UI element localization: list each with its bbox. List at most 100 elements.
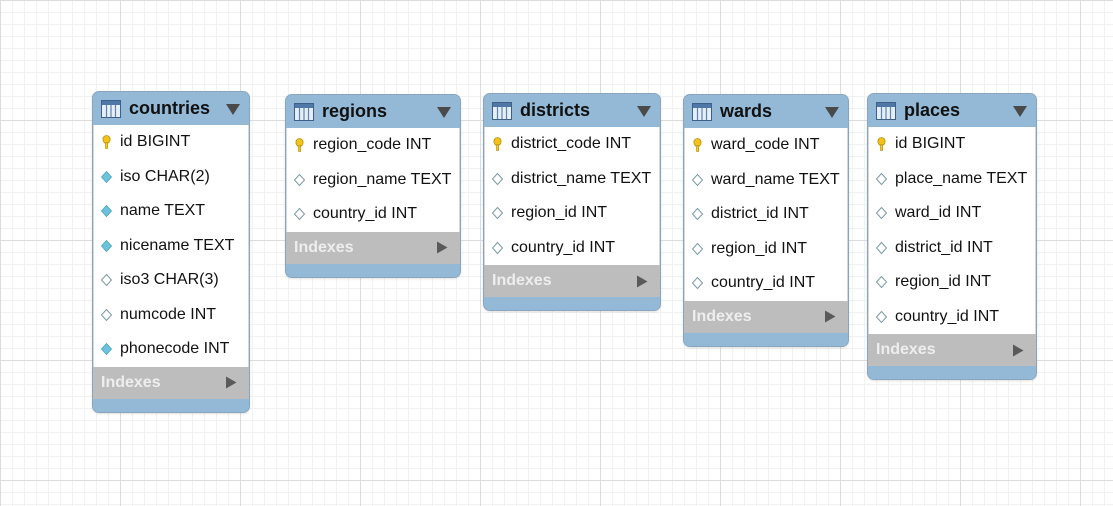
column-row[interactable]: iso CHAR(2) bbox=[94, 160, 248, 195]
expand-arrow-icon[interactable] bbox=[824, 310, 836, 323]
expand-arrow-icon[interactable] bbox=[636, 275, 648, 288]
key-icon bbox=[293, 138, 306, 153]
table-header[interactable]: places bbox=[868, 94, 1036, 127]
column-row[interactable]: district_id INT bbox=[685, 197, 847, 232]
hollow-diamond-icon bbox=[100, 308, 113, 322]
column-row[interactable]: ward_code INT bbox=[685, 128, 847, 163]
indexes-section[interactable]: Indexes bbox=[484, 265, 660, 297]
collapse-toggle-icon[interactable] bbox=[225, 102, 241, 116]
column-label: iso3 CHAR(3) bbox=[120, 271, 219, 289]
column-label: district_id INT bbox=[711, 205, 809, 223]
table-name: countries bbox=[129, 98, 211, 118]
indexes-label: Indexes bbox=[876, 341, 936, 358]
column-row[interactable]: country_id INT bbox=[287, 197, 459, 232]
table-name: districts bbox=[520, 100, 591, 120]
column-row[interactable]: phonecode INT bbox=[94, 332, 248, 367]
table-header[interactable]: countries bbox=[93, 92, 249, 125]
column-list: district_code INT district_name TEXT reg… bbox=[484, 127, 660, 265]
column-row[interactable]: region_id INT bbox=[869, 265, 1035, 300]
column-row[interactable]: ward_id INT bbox=[869, 196, 1035, 231]
hollow-diamond-icon bbox=[875, 206, 888, 220]
table-districts[interactable]: districts district_code INT district_nam… bbox=[483, 93, 661, 311]
column-label: district_code INT bbox=[511, 135, 632, 153]
column-row[interactable]: iso3 CHAR(3) bbox=[94, 263, 248, 298]
column-label: ward_code INT bbox=[711, 136, 820, 154]
table-name: wards bbox=[720, 101, 773, 121]
table-icon bbox=[294, 102, 314, 121]
key-icon bbox=[875, 137, 888, 152]
table-wards[interactable]: wards ward_code INT ward_name TEXT distr… bbox=[683, 94, 849, 347]
hollow-diamond-icon bbox=[491, 172, 504, 186]
column-row[interactable]: nicename TEXT bbox=[94, 229, 248, 264]
hollow-diamond-icon bbox=[100, 273, 113, 287]
column-label: country_id INT bbox=[711, 274, 816, 292]
column-row[interactable]: country_id INT bbox=[485, 231, 659, 266]
column-row[interactable]: country_id INT bbox=[869, 300, 1035, 335]
filled-diamond-icon bbox=[100, 170, 113, 184]
column-label: region_code INT bbox=[313, 136, 432, 154]
hollow-diamond-icon bbox=[875, 172, 888, 186]
column-row[interactable]: place_name TEXT bbox=[869, 162, 1035, 197]
column-row[interactable]: ward_name TEXT bbox=[685, 163, 847, 198]
table-regions[interactable]: regions region_code INT region_name TEXT… bbox=[285, 94, 461, 278]
filled-diamond-icon bbox=[100, 204, 113, 218]
column-label: nicename TEXT bbox=[120, 236, 235, 254]
column-row[interactable]: region_id INT bbox=[685, 232, 847, 267]
table-icon bbox=[101, 99, 121, 118]
table-header[interactable]: districts bbox=[484, 94, 660, 127]
column-row[interactable]: id BIGINT bbox=[94, 125, 248, 160]
indexes-section[interactable]: Indexes bbox=[868, 334, 1036, 366]
filled-diamond-icon bbox=[100, 342, 113, 356]
column-label: phonecode INT bbox=[120, 340, 230, 358]
hollow-diamond-icon bbox=[691, 207, 704, 221]
expand-arrow-icon[interactable] bbox=[225, 376, 237, 389]
column-label: region_id INT bbox=[711, 239, 808, 257]
collapse-toggle-icon[interactable] bbox=[636, 104, 652, 118]
column-label: place_name TEXT bbox=[895, 169, 1028, 187]
column-list: ward_code INT ward_name TEXT district_id… bbox=[684, 128, 848, 301]
column-label: region_id INT bbox=[895, 273, 992, 291]
indexes-section[interactable]: Indexes bbox=[286, 231, 460, 264]
hollow-diamond-icon bbox=[293, 173, 306, 187]
column-label: id BIGINT bbox=[120, 133, 191, 151]
table-footer bbox=[868, 366, 1036, 379]
hollow-diamond-icon bbox=[875, 310, 888, 324]
hollow-diamond-icon bbox=[875, 275, 888, 289]
filled-diamond-icon bbox=[100, 239, 113, 253]
column-row[interactable]: region_code INT bbox=[287, 128, 459, 163]
hollow-diamond-icon bbox=[691, 276, 704, 290]
collapse-toggle-icon[interactable] bbox=[1012, 104, 1028, 118]
column-row[interactable]: name TEXT bbox=[94, 194, 248, 229]
collapse-toggle-icon[interactable] bbox=[824, 105, 840, 119]
column-label: id BIGINT bbox=[895, 135, 966, 153]
table-footer bbox=[484, 297, 660, 310]
column-row[interactable]: district_name TEXT bbox=[485, 162, 659, 197]
table-header[interactable]: wards bbox=[684, 95, 848, 128]
indexes-section[interactable]: Indexes bbox=[684, 300, 848, 333]
column-row[interactable]: region_id INT bbox=[485, 196, 659, 231]
column-row[interactable]: district_code INT bbox=[485, 127, 659, 162]
table-header[interactable]: regions bbox=[286, 95, 460, 128]
indexes-label: Indexes bbox=[101, 373, 161, 391]
column-label: ward_name TEXT bbox=[711, 170, 840, 188]
table-icon bbox=[692, 102, 712, 121]
column-label: district_name TEXT bbox=[511, 169, 652, 187]
column-label: country_id INT bbox=[313, 205, 418, 223]
column-row[interactable]: region_name TEXT bbox=[287, 163, 459, 198]
column-row[interactable]: id BIGINT bbox=[869, 127, 1035, 162]
table-places[interactable]: places id BIGINT place_name TEXT ward_id… bbox=[867, 93, 1037, 380]
column-label: region_id INT bbox=[511, 204, 608, 222]
expand-arrow-icon[interactable] bbox=[1012, 344, 1024, 357]
table-icon bbox=[492, 101, 512, 120]
collapse-toggle-icon[interactable] bbox=[436, 105, 452, 119]
column-row[interactable]: country_id INT bbox=[685, 266, 847, 301]
table-name: regions bbox=[322, 101, 388, 121]
column-row[interactable]: district_id INT bbox=[869, 231, 1035, 266]
column-label: name TEXT bbox=[120, 202, 206, 220]
expand-arrow-icon[interactable] bbox=[436, 241, 448, 254]
table-countries[interactable]: countries id BIGINT iso CHAR(2) name TEX… bbox=[92, 91, 250, 413]
table-footer bbox=[286, 263, 460, 277]
indexes-section[interactable]: Indexes bbox=[93, 366, 249, 399]
column-row[interactable]: numcode INT bbox=[94, 298, 248, 333]
